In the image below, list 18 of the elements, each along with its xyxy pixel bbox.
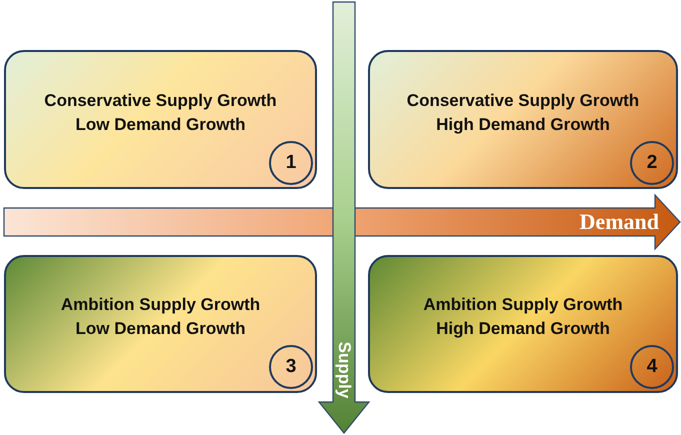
quadrant-label: Conservative Supply Growth — [406, 90, 640, 112]
axis-label: Demand — [580, 209, 659, 235]
quadrant-box — [368, 255, 678, 393]
number-circle: 3 — [269, 345, 313, 389]
quadrant-label: Low Demand Growth — [76, 114, 246, 136]
quadrant-box — [4, 255, 317, 393]
axis-label: Supply — [334, 342, 354, 398]
quadrant-label: Ambition Supply Growth — [423, 294, 623, 316]
quadrant-box — [4, 50, 317, 189]
quadrant-box — [368, 50, 678, 189]
number-circle: 2 — [630, 141, 674, 185]
number-circle: 1 — [269, 141, 313, 185]
quadrant-label: Low Demand Growth — [76, 318, 246, 340]
quadrant-label: Ambition Supply Growth — [60, 294, 260, 316]
quadrant-label: High Demand Growth — [436, 114, 610, 136]
number-circle: 4 — [630, 345, 674, 389]
quadrant-label: Conservative Supply Growth — [44, 90, 277, 112]
quadrant-label: High Demand Growth — [436, 318, 610, 340]
